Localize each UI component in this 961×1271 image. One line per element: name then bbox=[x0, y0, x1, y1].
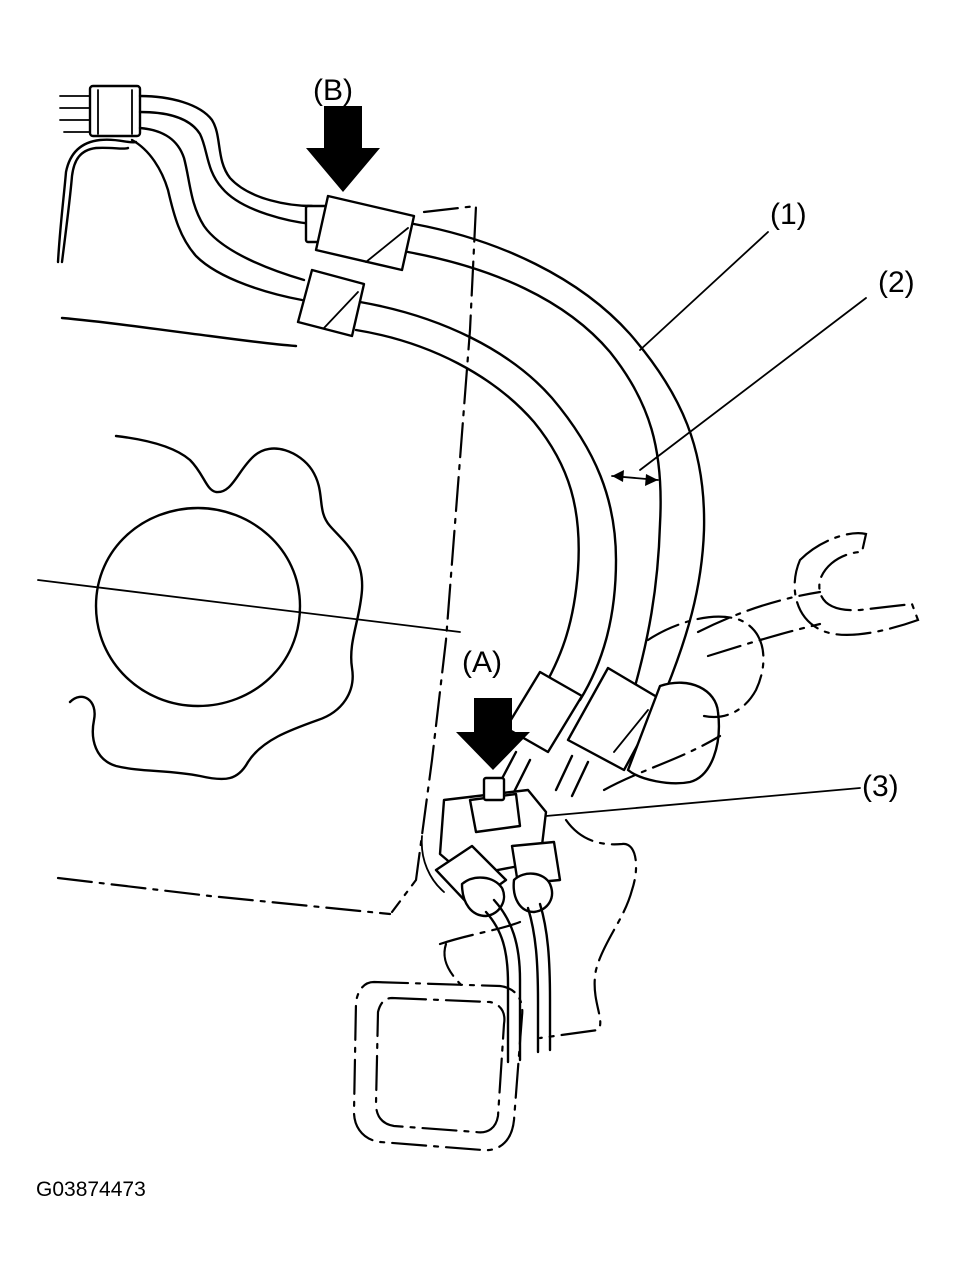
figure-id: G03874473 bbox=[36, 1178, 146, 1201]
hose-1 bbox=[406, 222, 706, 692]
upper-hose-fittings bbox=[296, 194, 416, 338]
label-a: (A) bbox=[462, 646, 502, 679]
bottom-square-part bbox=[352, 980, 524, 1152]
label-2: (2) bbox=[878, 266, 915, 299]
pipe-fittings bbox=[434, 840, 562, 1064]
label-3: (3) bbox=[862, 770, 899, 803]
hose-2 bbox=[354, 300, 618, 702]
gap-dimension bbox=[611, 470, 659, 486]
side-bracket bbox=[602, 532, 920, 792]
arrow-a bbox=[456, 698, 530, 770]
round-boss bbox=[68, 434, 364, 781]
arrow-b bbox=[306, 106, 380, 192]
label-b: (B) bbox=[313, 74, 353, 107]
wire-bundle bbox=[130, 94, 314, 302]
leader-lines bbox=[545, 231, 867, 817]
top-connector bbox=[59, 84, 142, 138]
label-1: (1) bbox=[770, 198, 807, 231]
engine-block-outline bbox=[37, 138, 478, 916]
